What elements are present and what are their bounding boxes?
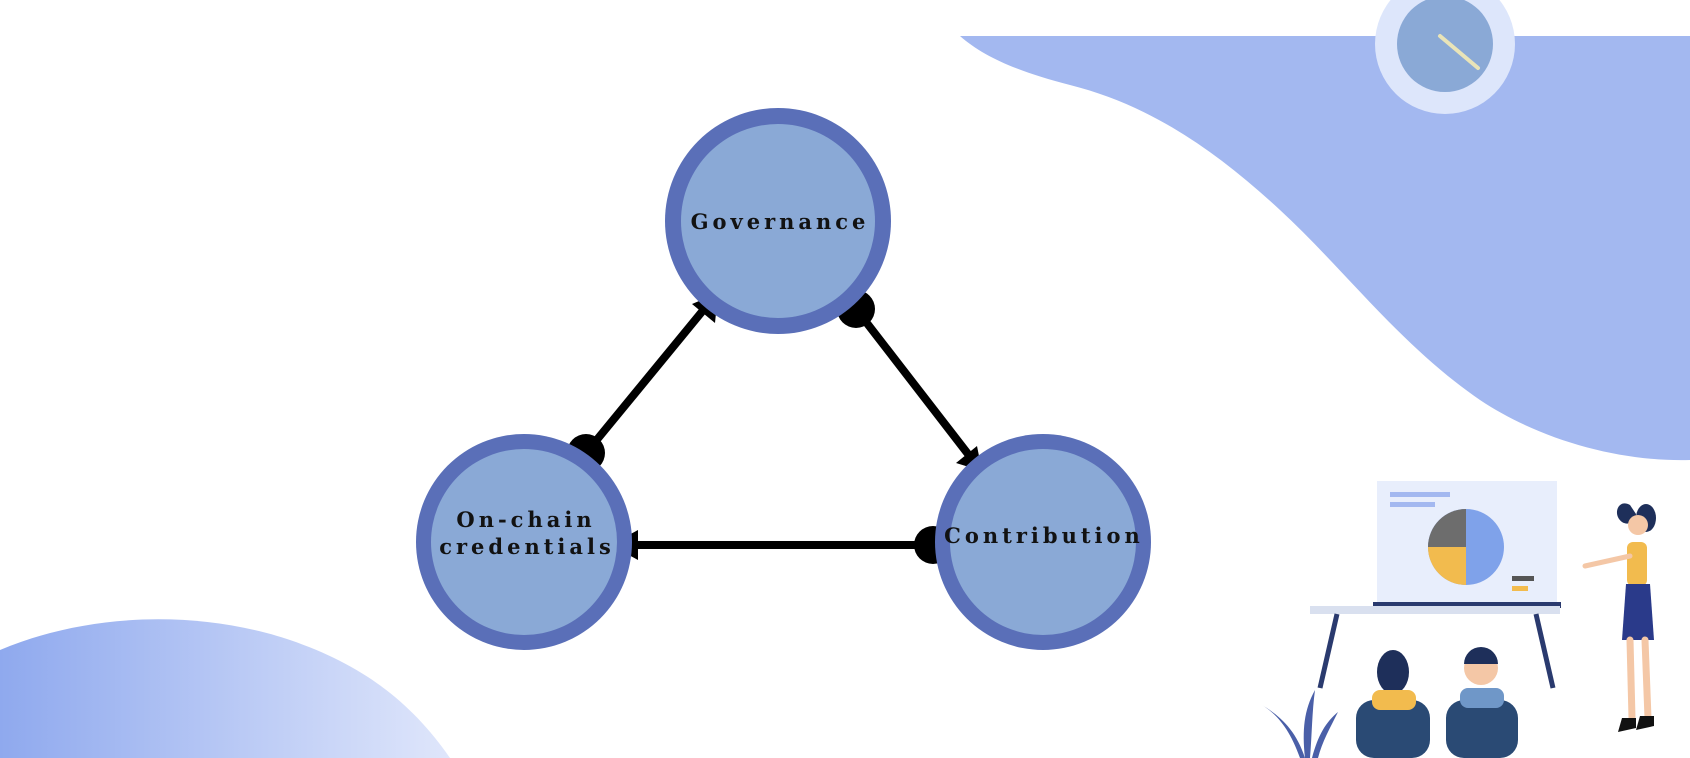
connector-governance-to-contribution [837,290,982,471]
connector-onchain-to-governance [567,293,718,472]
node-contribution-label: Contribution [944,523,1144,548]
connector-contribution-to-onchain [610,526,952,564]
presentation-illustration [1262,481,1656,758]
background-blob-top-right [960,36,1690,461]
node-onchain-credentials: On-chain credentials [416,434,632,650]
node-contribution: Contribution [935,434,1151,650]
node-onchain-label-line2: credentials [439,534,615,559]
node-onchain-label-line1: On-chain [456,507,595,532]
node-governance-label: Governance [691,209,870,234]
background-blob-bottom-left [0,619,450,758]
node-governance: Governance [665,108,891,334]
decorative-ring-core [1397,0,1493,92]
decorative-ring-needle [1438,34,1480,70]
